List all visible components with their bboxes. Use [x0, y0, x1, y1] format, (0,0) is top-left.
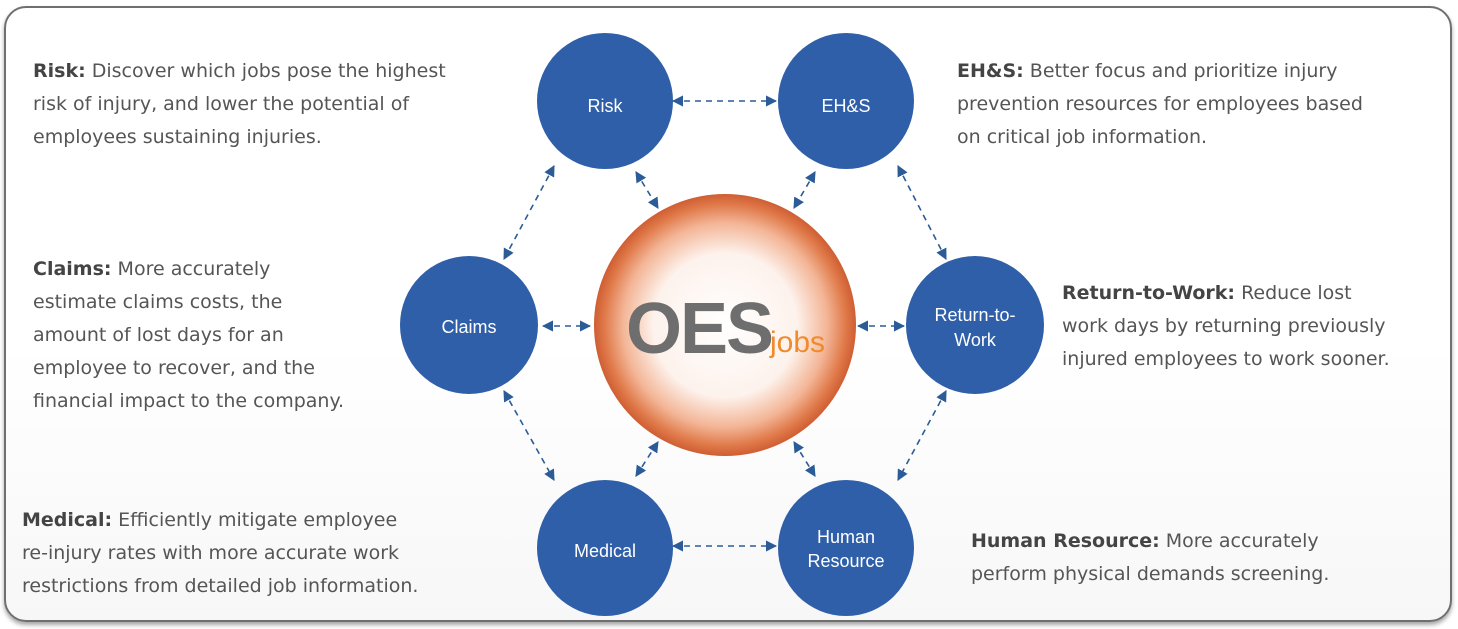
- desc-ehs: EH&S: Better focus and prioritize injury…: [957, 55, 1363, 154]
- desc-risk: Risk: Discover which jobs pose the highe…: [33, 55, 446, 154]
- desc-hr-line: More accurately: [1165, 530, 1319, 552]
- desc-return-to-work: Return-to-Work: Reduce lost work days by…: [1062, 277, 1390, 376]
- connector-ehs-rtw: [897, 165, 947, 260]
- connector-medical-hub: [635, 441, 659, 477]
- node-claims-label: Claims: [441, 317, 496, 337]
- desc-claims-title: Claims:: [33, 258, 112, 280]
- node-hr-label-line2: Resource: [807, 551, 884, 571]
- node-return-to-work: Return-to- Work: [906, 256, 1044, 394]
- node-medical-label: Medical: [574, 541, 636, 561]
- connector-claims-medical: [503, 390, 555, 481]
- desc-risk-line: Discover which jobs pose the highest: [91, 60, 446, 82]
- desc-claims-line: employee to recover, and the: [33, 357, 315, 379]
- desc-rtw-title: Return-to-Work:: [1062, 282, 1236, 304]
- desc-ehs-title: EH&S:: [957, 60, 1024, 82]
- desc-medical: Medical: Efficiently mitigate employee r…: [22, 504, 418, 603]
- node-rtw-label-line1: Return-to-: [934, 305, 1015, 325]
- connectors: [503, 95, 947, 552]
- desc-human-resource: Human Resource: More accurately perform …: [971, 525, 1329, 591]
- desc-ehs-line: on critical job information.: [957, 126, 1208, 148]
- desc-claims-line: More accurately: [117, 258, 271, 280]
- node-human-resource: Human Resource: [778, 480, 914, 616]
- node-claims: Claims: [400, 256, 538, 394]
- desc-claims-line: financial impact to the company.: [33, 390, 345, 412]
- node-risk-label: Risk: [588, 96, 624, 116]
- hub-logo-main: OES: [626, 289, 772, 369]
- connector-hr-hub: [793, 441, 816, 477]
- desc-risk-title: Risk:: [33, 60, 86, 82]
- connector-risk-claims: [503, 165, 555, 260]
- desc-claims-line: estimate claims costs, the: [33, 291, 283, 313]
- desc-medical-line: restrictions from detailed job informati…: [22, 575, 419, 597]
- desc-risk-line: risk of injury, and lower the potential …: [33, 93, 410, 115]
- desc-rtw-line: Reduce lost: [1241, 282, 1352, 304]
- desc-medical-line: Efficiently mitigate employee: [118, 509, 398, 531]
- desc-claims-line: amount of lost days for an: [33, 324, 284, 346]
- desc-risk-line: employees sustaining injuries.: [33, 126, 322, 148]
- desc-rtw-line: work days by returning previously: [1062, 315, 1386, 337]
- desc-medical-line: re-injury rates with more accurate work: [22, 542, 400, 564]
- connector-rtw-hr: [897, 390, 947, 481]
- oes-jobs-hub: OES jobs: [594, 194, 856, 456]
- desc-claims: Claims: More accurately estimate claims …: [33, 253, 344, 418]
- desc-ehs-line: prevention resources for employees based: [957, 93, 1363, 115]
- node-rtw-label-line2: Work: [954, 330, 997, 350]
- desc-hr-line: perform physical demands screening.: [971, 563, 1330, 585]
- node-ehs-label: EH&S: [821, 96, 870, 116]
- desc-rtw-line: injured employees to work sooner.: [1062, 348, 1390, 370]
- hub-logo-sub: jobs: [769, 326, 825, 359]
- desc-medical-title: Medical:: [22, 509, 113, 531]
- connector-risk-hub: [635, 171, 659, 209]
- node-hr-label-line1: Human: [817, 527, 875, 547]
- desc-hr-title: Human Resource:: [971, 530, 1160, 552]
- node-ehs: EH&S: [778, 33, 914, 169]
- node-risk: Risk: [537, 33, 673, 169]
- desc-ehs-line: Better focus and prioritize injury: [1029, 60, 1338, 82]
- connector-ehs-hub: [793, 171, 816, 209]
- node-medical: Medical: [537, 480, 673, 616]
